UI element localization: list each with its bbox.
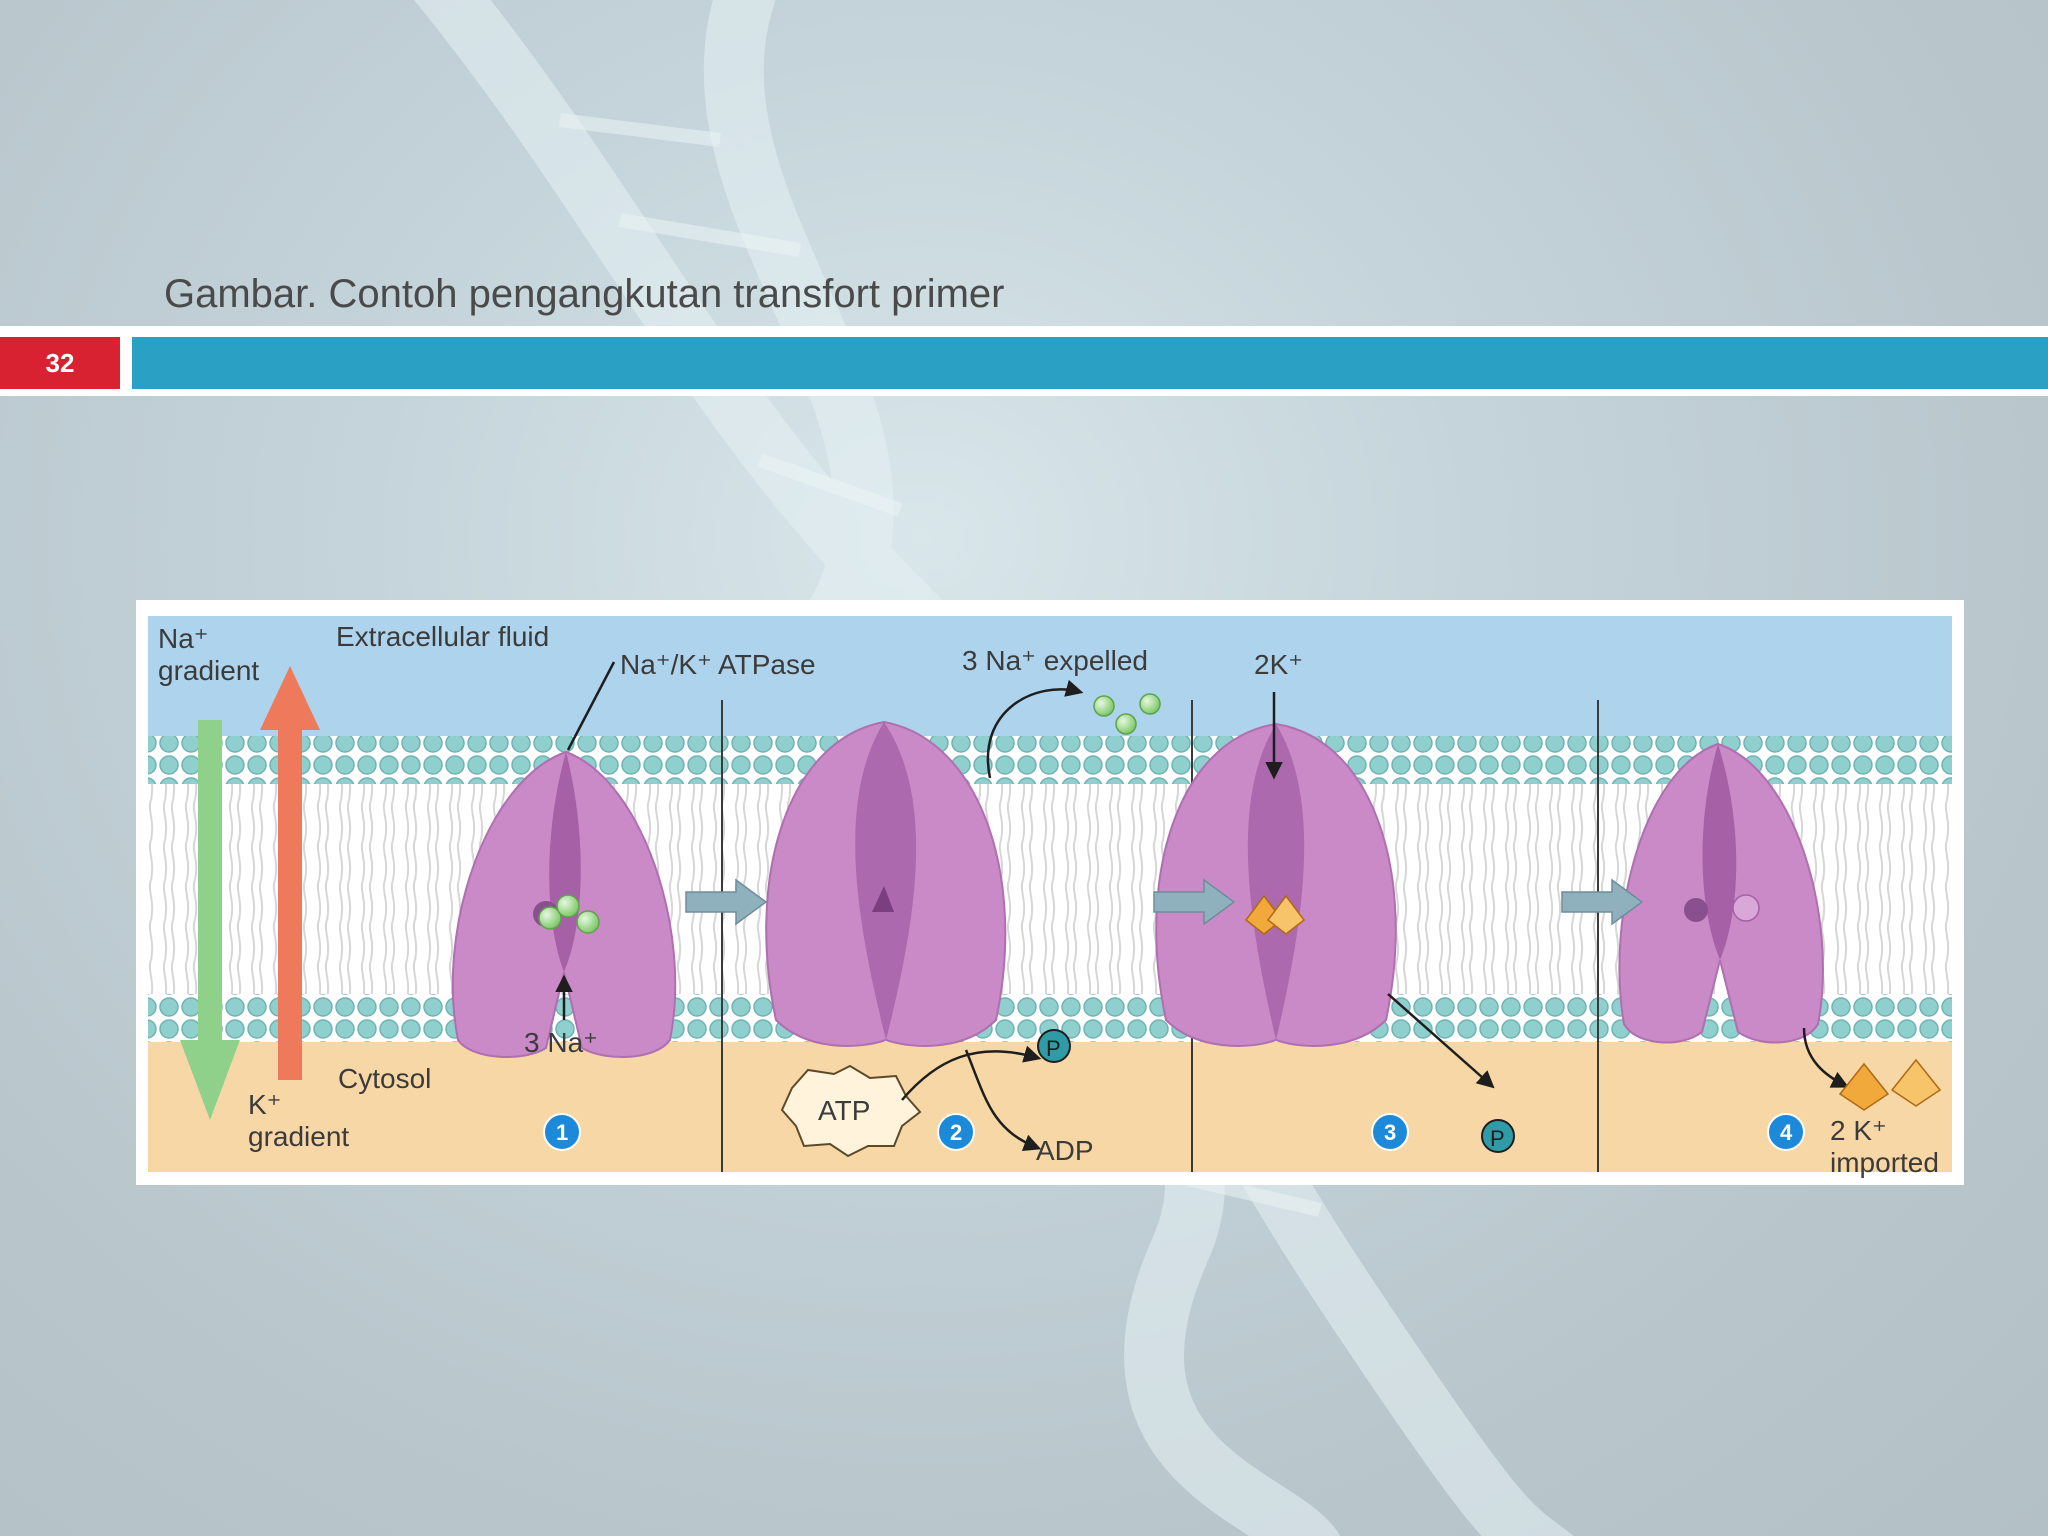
svg-text:4: 4 xyxy=(1780,1120,1793,1145)
atp-label: ATP xyxy=(818,1095,870,1126)
slide-title: Gambar. Contoh pengangkutan transfort pr… xyxy=(164,272,1005,316)
na-ions-bound-step-1 xyxy=(538,894,600,934)
svg-text:2: 2 xyxy=(950,1120,962,1145)
transition-arrows xyxy=(685,878,1644,926)
cytosol-label: Cytosol xyxy=(338,1063,431,1094)
step3-k-label: 2K⁺ xyxy=(1254,649,1303,680)
atp-to-phosphate-arrow xyxy=(901,1045,1042,1101)
step1-na-label: 3 Na⁺ xyxy=(524,1027,598,1058)
na-gradient-arrow xyxy=(180,720,240,1120)
extracellular-region xyxy=(148,616,1952,736)
svg-text:P: P xyxy=(1490,1126,1505,1151)
step-number-1: 1 xyxy=(543,1113,581,1151)
k-gradient-arrow xyxy=(260,666,320,1080)
na-k-pump-diagram: Na⁺ gradient K⁺ gradient Extracellular f… xyxy=(148,616,1952,1178)
pump-protein-step-4 xyxy=(1618,742,1850,1088)
step4-k-imported-label: 2 K⁺ imported xyxy=(1830,1115,1939,1178)
svg-text:3: 3 xyxy=(1384,1120,1396,1145)
atp-burst: ATP xyxy=(780,1064,922,1158)
phosphate-released-icon: P xyxy=(1481,1119,1515,1153)
na-gradient-label: Na⁺ gradient xyxy=(158,623,259,686)
page-number-badge: 32 xyxy=(0,337,120,389)
pump-protein-step-3 xyxy=(1155,722,1495,1089)
phosphate-icon: P xyxy=(1037,1029,1071,1063)
pump-protein-step-2 xyxy=(765,679,1084,1047)
svg-text:1: 1 xyxy=(556,1120,568,1145)
step-number-4: 4 xyxy=(1767,1113,1805,1151)
k-ions-imported xyxy=(1838,1058,1942,1111)
step-number-3: 3 xyxy=(1371,1113,1409,1151)
cytosol-region xyxy=(148,1042,1952,1172)
extracellular-label: Extracellular fluid xyxy=(336,621,549,652)
k-ions-bound xyxy=(1244,894,1306,935)
atpase-label: Na⁺/K⁺ ATPase xyxy=(620,649,816,680)
accent-bar xyxy=(132,337,2048,389)
step2-expelled-label: 3 Na⁺ expelled xyxy=(962,645,1148,676)
svg-text:P: P xyxy=(1046,1036,1061,1061)
k-gradient-label: K⁺ gradient xyxy=(248,1089,349,1152)
atp-to-adp-arrow xyxy=(964,1049,1042,1152)
na-k-pump-figure: Na⁺ gradient K⁺ gradient Extracellular f… xyxy=(136,600,1964,1185)
adp-label: ADP xyxy=(1036,1135,1094,1166)
step-number-2: 2 xyxy=(937,1113,975,1151)
na-ions-expelled xyxy=(1093,693,1161,735)
